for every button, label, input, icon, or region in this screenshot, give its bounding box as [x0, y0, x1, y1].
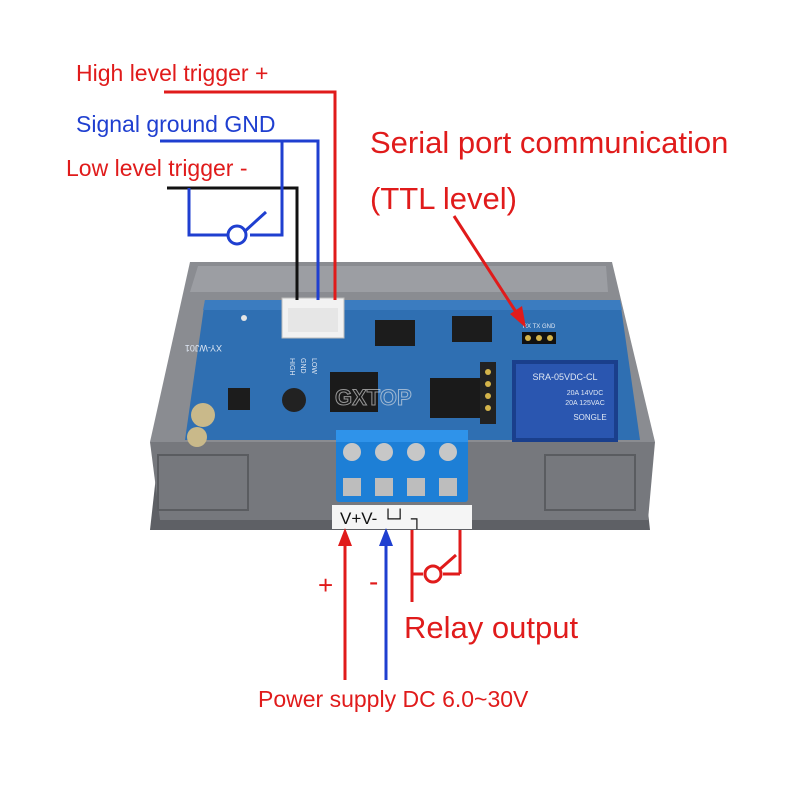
pin-label-gnd: GND: [299, 358, 306, 374]
relay-rating-2: 20A 125VAC: [565, 400, 605, 407]
relay-rating-1: 20A 14VDC: [567, 390, 604, 397]
serial-port-label: Serial port communication: [370, 125, 729, 160]
input-connector: [281, 297, 345, 339]
serial-pin-labels: RX TX GND: [523, 324, 556, 330]
relay-output-label: Relay output: [404, 610, 579, 645]
relay: SRA-05VDC-CL 20A 14VDC 20A 125VAC SONGLE: [512, 360, 618, 442]
terminal-block: V+V- └┘ ┐: [332, 430, 472, 529]
minus-sign: -: [369, 566, 379, 597]
pin-label-high: HIGH: [288, 358, 295, 376]
serial-arrow: [452, 215, 526, 328]
pin-label-low: LOW: [310, 358, 317, 374]
relay-model-text: SRA-05VDC-CL: [532, 372, 597, 382]
power-arrows: [338, 528, 393, 680]
relay-brand: SONGLE: [573, 413, 606, 422]
plus-sign: +: [318, 570, 334, 600]
ttl-level-label: (TTL level): [370, 181, 517, 216]
board-model-text: XY-WJ01: [185, 343, 222, 353]
relay-output-wires: [410, 530, 462, 602]
watermark: GXTOP: [335, 385, 412, 410]
high-level-trigger-label: High level trigger +: [76, 60, 269, 86]
serial-header: RX TX GND: [522, 324, 556, 344]
input-wires: [160, 90, 337, 300]
power-supply-label: Power supply DC 6.0~30V: [258, 686, 529, 712]
terminal-label: V+V- └┘ ┐: [340, 508, 423, 529]
signal-ground-label: Signal ground GND: [76, 111, 276, 137]
low-level-trigger-label: Low level trigger -: [66, 155, 248, 181]
